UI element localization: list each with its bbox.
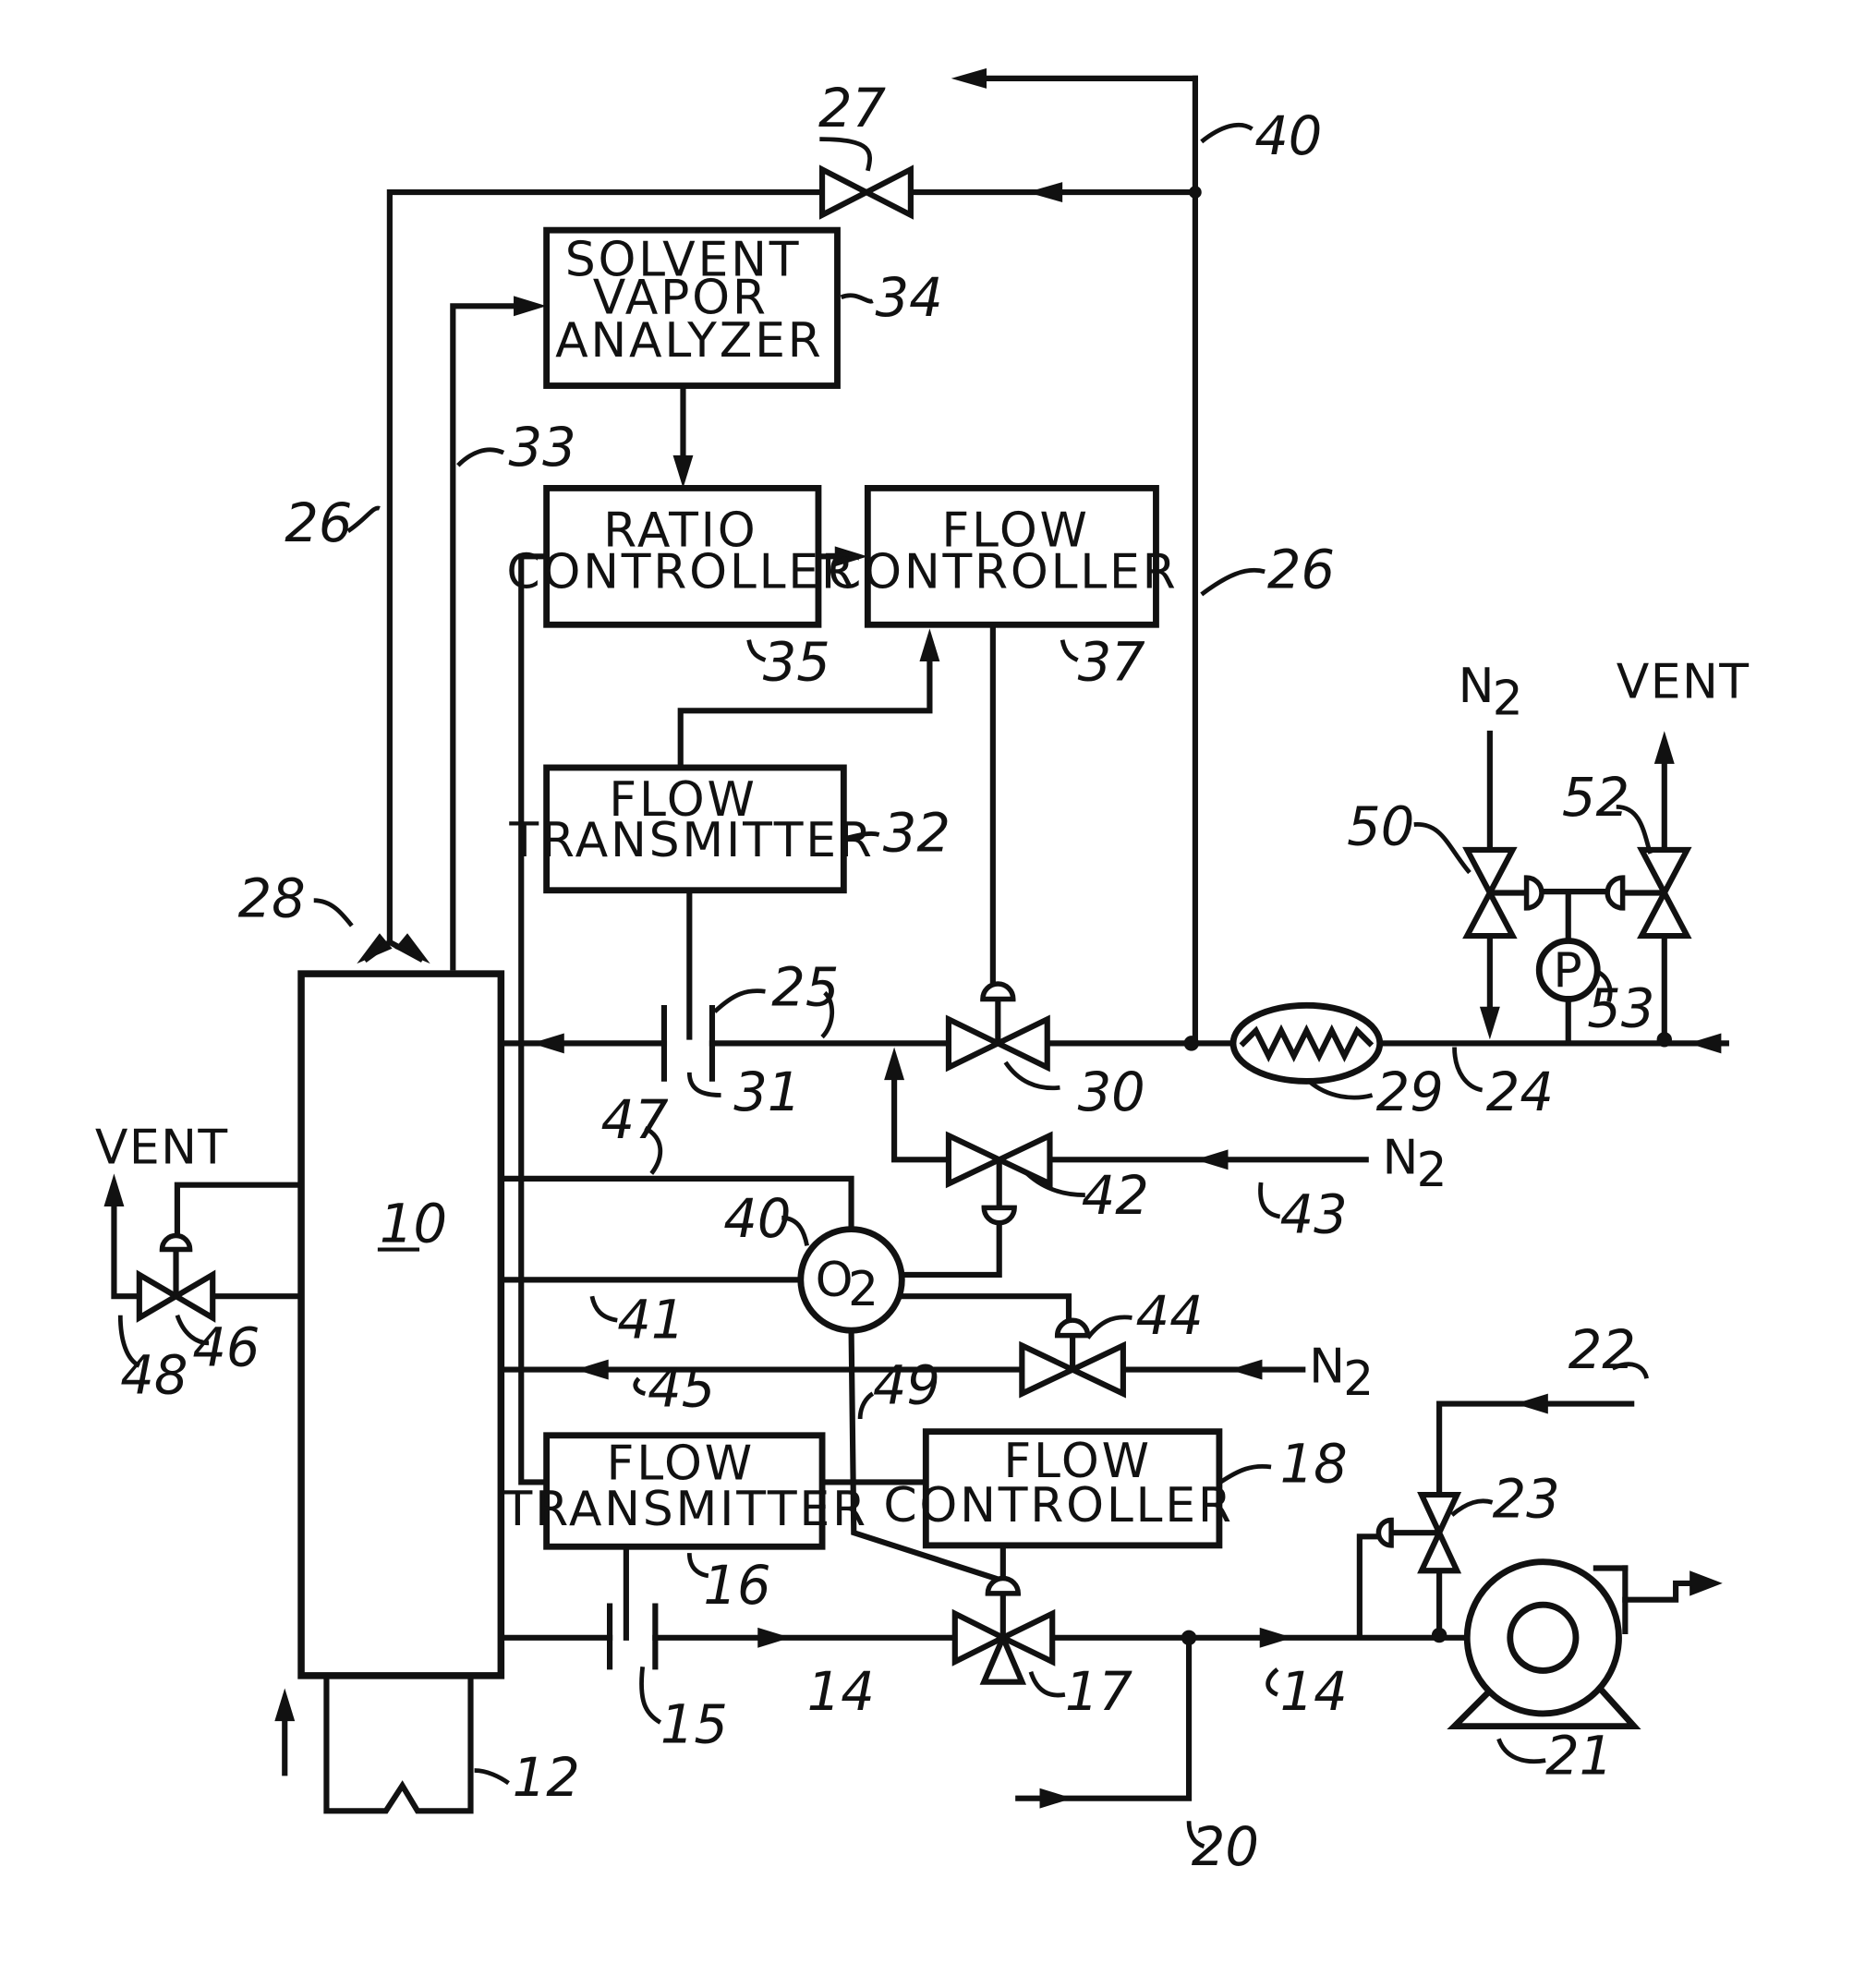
valve-50-icon [1467, 850, 1542, 936]
valve-23-icon [1378, 1495, 1457, 1570]
orifice-15-icon [610, 1606, 655, 1667]
ref-27: 27 [818, 78, 887, 139]
vessel-10 [301, 974, 501, 1676]
ref-21: 21 [1545, 1726, 1613, 1788]
ref-46: 46 [192, 1316, 260, 1378]
ref-22: 22 [1568, 1319, 1636, 1381]
heater-29-icon [1233, 1005, 1380, 1081]
ref-31: 31 [733, 1061, 801, 1123]
ref-41: 41 [617, 1289, 684, 1351]
ref-35: 35 [763, 631, 830, 693]
ref-42: 42 [1082, 1165, 1149, 1227]
flow-controller-37: FLOW CONTROLLER [828, 488, 1178, 624]
ref-53: 53 [1587, 978, 1654, 1040]
flow-transmitter-16: FLOW TRANSMITTER [503, 1436, 868, 1546]
ref-34: 34 [876, 267, 943, 329]
ref-20: 20 [1192, 1816, 1259, 1878]
valve-30-icon [949, 984, 1048, 1067]
block-text: TRANSMITTER [503, 1482, 868, 1537]
ref-28: 28 [238, 867, 306, 929]
ref-48: 48 [120, 1345, 188, 1407]
block-text: CONTROLLER [828, 545, 1178, 600]
n2-top-label: N [1459, 659, 1496, 714]
ref-25: 25 [771, 956, 839, 1018]
junction-dots [1181, 186, 1672, 1645]
ref-44: 44 [1136, 1285, 1204, 1347]
ref-10: 10 [380, 1193, 447, 1255]
n2-line45-label: N [1309, 1339, 1346, 1394]
block-text: TRANSMITTER [508, 813, 874, 868]
ref-16: 16 [703, 1555, 770, 1617]
ref-14a: 14 [807, 1661, 875, 1723]
ref-26b: 26 [1267, 539, 1335, 601]
ref-14b: 14 [1280, 1661, 1348, 1723]
vent-left-label: VENT [95, 1120, 229, 1175]
valve-44-icon [1022, 1320, 1123, 1393]
pump-21-icon [1455, 1562, 1634, 1727]
ref-33: 33 [509, 417, 576, 479]
flow-transmitter-32: FLOW TRANSMITTER [508, 768, 874, 891]
n2-top-sub: 2 [1493, 671, 1524, 726]
ref-40a: 40 [1254, 105, 1322, 167]
n2-line45-sub: 2 [1343, 1352, 1375, 1407]
ratio-controller: RATIO CONTROLLER [506, 488, 856, 624]
solvent-vapor-analyzer: SOLVENT VAPOR ANALYZER [547, 230, 838, 385]
ref-45: 45 [648, 1357, 715, 1419]
ref-29: 29 [1376, 1061, 1444, 1123]
ref-52: 52 [1562, 767, 1629, 829]
flow-controller-18: FLOW CONTROLLER [883, 1432, 1233, 1546]
ref-24: 24 [1486, 1061, 1554, 1123]
ref-50: 50 [1347, 795, 1414, 857]
block-text: ANALYZER [555, 313, 823, 369]
valve-52-icon [1607, 850, 1687, 936]
ref-15: 15 [660, 1693, 728, 1755]
ref-43: 43 [1280, 1184, 1348, 1246]
ref-47: 47 [600, 1089, 669, 1151]
ref-30: 30 [1078, 1061, 1145, 1123]
ref-32: 32 [883, 802, 951, 864]
ref-12: 12 [513, 1747, 580, 1809]
o2-sub-text: 2 [848, 1262, 879, 1317]
ref-17: 17 [1065, 1661, 1133, 1723]
ref-40b: 40 [723, 1188, 791, 1250]
vent-right-label: VENT [1617, 655, 1750, 710]
ref-18: 18 [1280, 1433, 1348, 1495]
ref-49: 49 [873, 1355, 940, 1417]
ref-37: 37 [1078, 631, 1146, 693]
n2-line43-sub: 2 [1416, 1143, 1447, 1198]
valve-46-icon [139, 1235, 212, 1317]
ref-23: 23 [1493, 1469, 1560, 1531]
block-text: CONTROLLER [883, 1478, 1233, 1533]
ref-26a: 26 [285, 492, 352, 554]
pressure-text: P [1553, 943, 1583, 999]
valve-17-icon [955, 1578, 1052, 1681]
n2-line43-label: N [1383, 1130, 1420, 1185]
o2-analyzer-icon: O 2 [801, 1230, 902, 1331]
block-text: CONTROLLER [506, 545, 856, 600]
valve-27-icon [822, 169, 911, 214]
